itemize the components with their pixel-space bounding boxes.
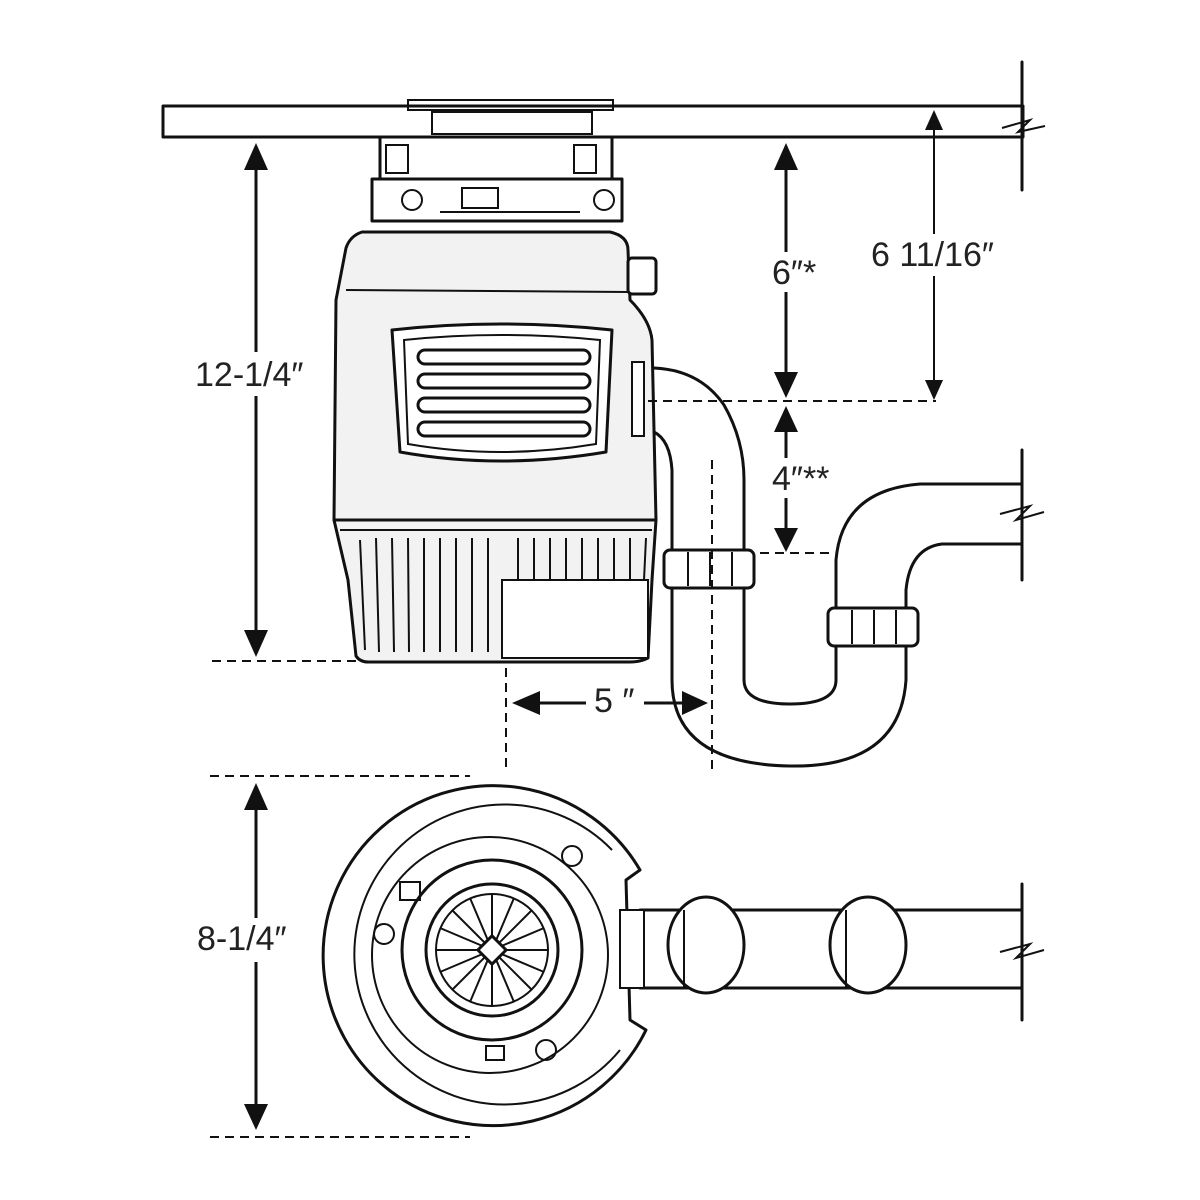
disposer-body	[332, 230, 658, 522]
label-overall-height: 12-1/4″	[195, 356, 303, 394]
top-view-discharge-pipe	[619, 882, 1045, 1022]
label-outlet-offset: 5 ″	[594, 682, 634, 720]
discharge-pipe	[652, 366, 1045, 768]
top-view-disposer	[321, 784, 648, 1128]
label-inlet-to-trap: 4″**	[772, 460, 829, 498]
label-mount-to-inlet: 6″*	[772, 254, 816, 292]
sink-flange	[407, 99, 614, 135]
label-counter-to-inlet: 6 11/16″	[871, 236, 994, 274]
label-diameter: 8-1/4″	[197, 920, 287, 958]
mounting-assembly	[370, 135, 624, 223]
dimension-labels: 12-1/4″ 6″* 6 11/16″ 4″** 5 ″ 8-1/4″	[188, 234, 998, 962]
side-dimension-lines	[212, 110, 943, 770]
grinding-chamber	[332, 518, 658, 664]
